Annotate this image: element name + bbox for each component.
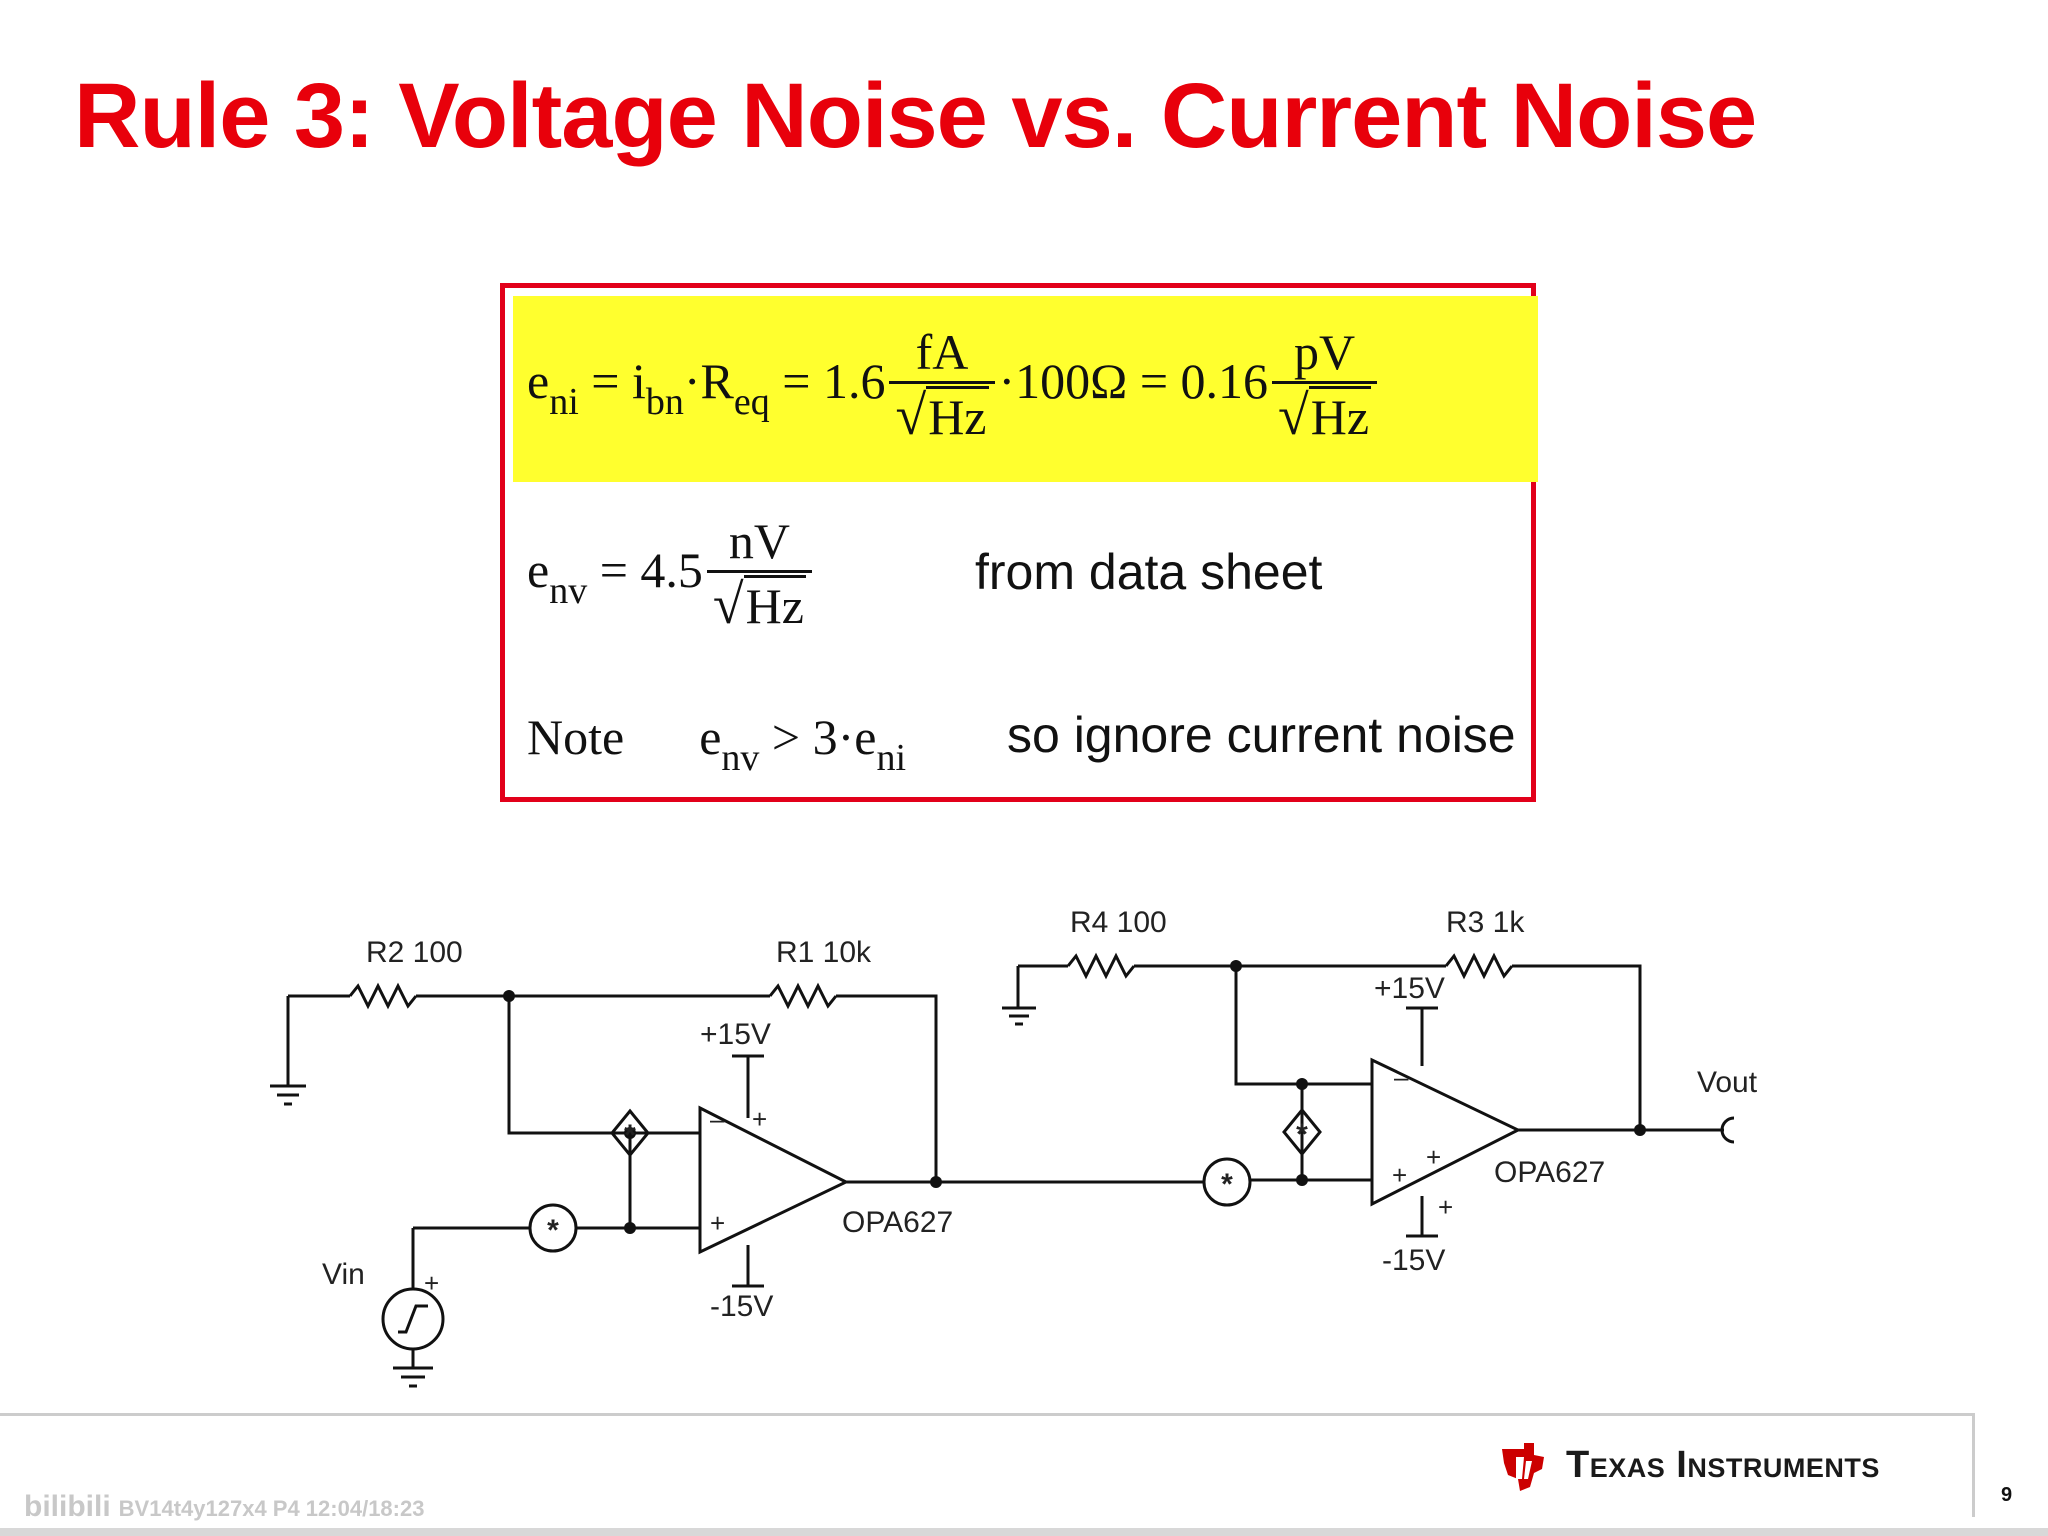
- minus-sign: –: [1394, 1062, 1409, 1092]
- plus-sign: +: [1438, 1192, 1453, 1222]
- equals-sign: =: [782, 353, 811, 410]
- nv-per-root-hz-fraction: nV √Hz: [706, 515, 812, 636]
- eni-equation: eni = ibn·Req = 1.6 fA √Hz ·100Ω = 0.16 …: [527, 326, 1381, 447]
- plus-sign: +: [1426, 1142, 1441, 1172]
- plus-sign: +: [1392, 1160, 1407, 1190]
- equals-sign: =: [599, 542, 628, 599]
- vpos-label-1: +15V: [700, 1018, 771, 1051]
- bilibili-logo: bilibili: [24, 1490, 111, 1523]
- dot-operator: ·: [837, 709, 855, 765]
- env-equation: env = 4.5 nV √Hz: [527, 515, 816, 636]
- vneg-label-1: -15V: [710, 1290, 773, 1323]
- noise-symbol: *: [1296, 1118, 1308, 1151]
- page-number: 9: [2001, 1484, 2013, 1506]
- ground-icon: [270, 1084, 306, 1106]
- resistance-value: 100Ω: [1015, 353, 1128, 410]
- data-sheet-note: from data sheet: [975, 544, 1323, 600]
- noise-symbol: *: [547, 1214, 559, 1247]
- opamp-2-label: OPA627: [1494, 1156, 1605, 1189]
- r2-label: R2 100: [366, 936, 463, 969]
- ground-icon: [393, 1366, 433, 1388]
- opamp-1-label: OPA627: [842, 1206, 953, 1239]
- voltage-noise-source-icon: [1202, 1157, 1252, 1207]
- player-progress-bar[interactable]: [0, 1528, 2048, 1536]
- vout-label: Vout: [1697, 1066, 1758, 1099]
- sqrt-icon: √: [895, 384, 927, 447]
- noise-symbol: *: [1221, 1168, 1233, 1201]
- current-noise-source-icon: [610, 1108, 650, 1158]
- result-coefficient: 0.16: [1180, 353, 1269, 410]
- sqrt-icon: √: [712, 573, 744, 636]
- env-coefficient: 4.5: [640, 542, 703, 599]
- opamp-1-icon: [698, 1105, 850, 1255]
- ignore-current-noise-note: so ignore current noise: [1007, 707, 1516, 763]
- dot-operator: ·: [683, 353, 701, 410]
- minus-sign: –: [710, 1104, 725, 1134]
- equals-sign: =: [591, 353, 620, 410]
- company-name: Texas Instruments: [1566, 1444, 1880, 1486]
- ibn-symbol: ibn: [631, 353, 684, 424]
- env-symbol: env: [699, 709, 760, 779]
- noise-symbol: *: [624, 1119, 636, 1152]
- slide-title: Rule 3: Voltage Noise vs. Current Noise: [74, 65, 1757, 167]
- circuit-diagram: * * * * R2 100 R1 10k +15V -15V OPA627 V…: [270, 906, 1758, 1388]
- vin-label: Vin: [322, 1258, 365, 1291]
- step-source-icon: [381, 1287, 445, 1351]
- pv-per-root-hz-fraction: pV √Hz: [1272, 326, 1378, 447]
- fa-per-root-hz-fraction: fA √Hz: [889, 326, 995, 447]
- highlight-band: [513, 296, 1538, 482]
- dot-operator: ·: [998, 353, 1016, 410]
- equals-sign: =: [1139, 353, 1169, 410]
- ground-icon: [1002, 1006, 1036, 1026]
- greater-than: >: [771, 709, 801, 765]
- watermark-text: BV14t4y127x4 P4 12:04/18:23: [118, 1496, 425, 1521]
- env-symbol: env: [527, 542, 588, 613]
- vpos-label-2: +15V: [1374, 972, 1445, 1005]
- video-watermark: bilibili BV14t4y127x4 P4 12:04/18:23: [24, 1490, 424, 1524]
- note-label: Note: [527, 709, 625, 765]
- output-connector-icon: [1720, 1116, 1735, 1144]
- sqrt-icon: √: [1278, 384, 1309, 447]
- current-noise-source-icon: [1282, 1107, 1322, 1157]
- req-symbol: Req: [700, 353, 770, 424]
- ti-logo-icon: [1502, 1443, 1544, 1491]
- voltage-noise-source-icon: [528, 1203, 578, 1253]
- eni-symbol: eni: [854, 709, 907, 779]
- opamp-2-icon: [1370, 1057, 1522, 1207]
- vneg-label-2: -15V: [1382, 1244, 1445, 1277]
- factor-three: 3: [812, 709, 838, 765]
- plus-sign: +: [424, 1268, 439, 1298]
- r1-label: R1 10k: [776, 936, 872, 969]
- eni-symbol: eni: [527, 353, 579, 424]
- note-equation: Note env > 3·eni: [527, 708, 906, 780]
- resistor-r4: [1066, 952, 1136, 980]
- r3-label: R3 1k: [1446, 906, 1525, 939]
- resistor-r2: [348, 982, 418, 1010]
- coefficient-1-6: 1.6: [822, 353, 886, 410]
- equation-box: eni = ibn·Req = 1.6 fA √Hz ·100Ω = 0.16 …: [500, 283, 1538, 802]
- plus-sign: +: [752, 1104, 767, 1134]
- resistor-r1: [768, 982, 838, 1010]
- resistor-r3: [1444, 952, 1514, 980]
- r4-label: R4 100: [1070, 906, 1167, 939]
- plus-sign: +: [710, 1208, 725, 1238]
- slide-footer: [0, 1413, 1975, 1517]
